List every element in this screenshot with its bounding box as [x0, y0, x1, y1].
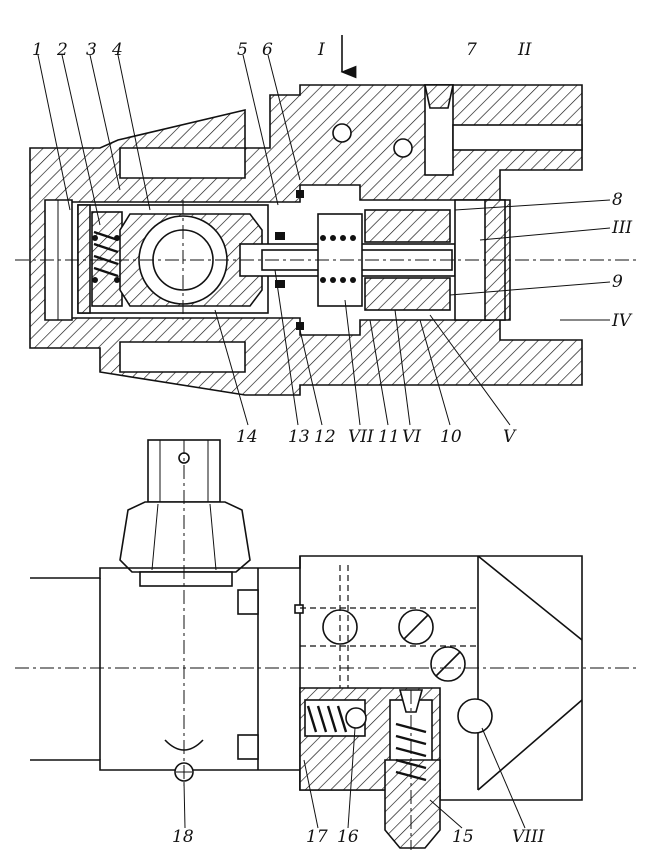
label-4: 4: [111, 40, 123, 60]
label-5: 5: [237, 40, 248, 60]
label-roman-1: I: [317, 40, 325, 60]
label-roman-2: II: [517, 40, 532, 60]
label-11: 11: [378, 427, 400, 447]
label-roman-3: III: [611, 218, 632, 238]
label-12: 12: [314, 427, 336, 447]
label-10: 10: [440, 427, 462, 447]
label-roman-4: IV: [611, 311, 633, 331]
label-3: 3: [86, 40, 97, 60]
label-6: 6: [262, 40, 273, 60]
label-roman-5: V: [503, 427, 517, 447]
upper-section-view: [15, 35, 640, 426]
label-15: 15: [452, 827, 474, 847]
label-17: 17: [306, 827, 328, 847]
label-18: 18: [172, 827, 194, 847]
label-14: 14: [236, 427, 258, 447]
label-2: 2: [56, 40, 68, 60]
label-13: 13: [288, 427, 310, 447]
spring-17: [306, 705, 348, 733]
label-16: 16: [337, 827, 359, 847]
lower-external-view: [15, 439, 640, 850]
label-roman-6: VI: [402, 427, 421, 447]
label-1: 1: [32, 40, 43, 60]
label-9: 9: [612, 272, 623, 292]
label-roman-7: VII: [348, 427, 374, 447]
label-8: 8: [612, 190, 623, 210]
label-roman-8: VIII: [512, 827, 545, 847]
spring-2: [92, 230, 120, 283]
label-7: 7: [466, 40, 477, 60]
